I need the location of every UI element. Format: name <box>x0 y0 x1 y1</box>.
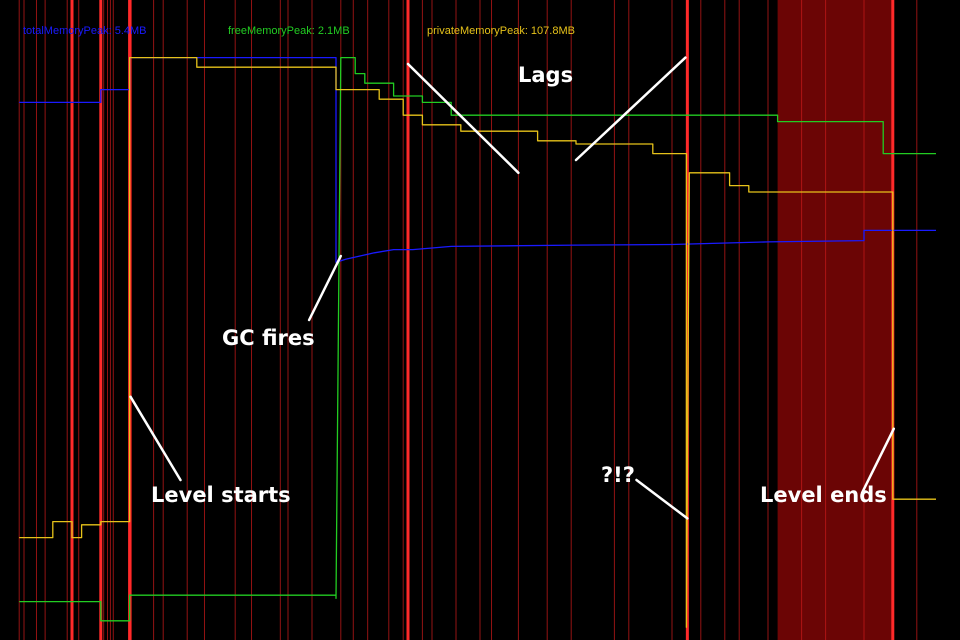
series-line-private <box>19 56 936 628</box>
annotation-arrow <box>307 254 343 322</box>
annotation-gc-fires: GC fires <box>222 326 315 350</box>
series-line-free <box>19 56 936 622</box>
highlight-band <box>777 0 893 640</box>
annotation-arrow <box>574 56 687 162</box>
annotation-question: ?!? <box>601 463 635 487</box>
legend-private-memory: privateMemoryPeak: 107.8MB <box>427 25 575 37</box>
legend-total-memory: totalMemoryPeak: 5.4MB <box>23 25 147 37</box>
annotation-arrow <box>129 395 182 482</box>
annotation-arrow <box>860 427 896 495</box>
annotation-arrows <box>129 56 896 520</box>
thin-event-markers <box>18 0 918 640</box>
annotation-arrow <box>406 62 520 175</box>
annotation-arrow <box>635 478 689 520</box>
annotation-lags: Lags <box>518 63 574 87</box>
series-lines <box>19 56 936 628</box>
annotation-level-starts: Level starts <box>151 483 291 507</box>
legend-free-memory: freeMemoryPeak: 2.1MB <box>228 25 350 37</box>
annotation-level-ends: Level ends <box>760 483 887 507</box>
